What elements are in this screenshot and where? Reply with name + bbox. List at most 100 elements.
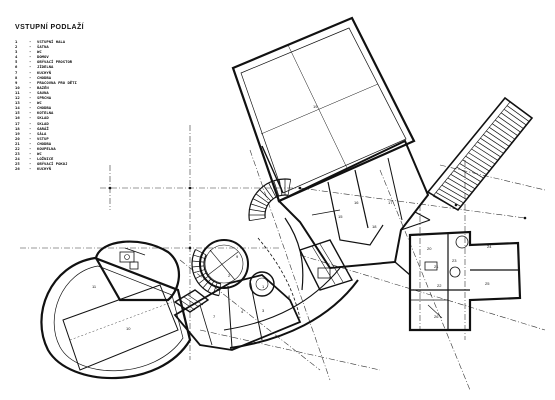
legend-item-number: 10: [15, 84, 20, 90]
room-label-6: 4: [241, 309, 244, 314]
legend-item-number: 18: [15, 125, 20, 131]
legend-item: 9-PRACOVNA PRO DĚTI: [15, 80, 155, 85]
legend-item-dash: -: [29, 79, 32, 85]
room-label-25: 25: [485, 281, 490, 286]
pool-wing: [40, 256, 192, 380]
legend-item-label: OBÝVACÍ POKOJ: [37, 161, 68, 167]
legend-item: 8-CHODBA: [15, 75, 155, 80]
legend-item: 6-JÍDELNA: [15, 64, 155, 69]
legend-item-number: 25: [15, 161, 20, 167]
legend-item: 3 -WC: [15, 49, 155, 54]
legend-item-label: ŠATNA: [37, 44, 49, 50]
legend-item: 5-OBÝVACÍ PROSTOR: [15, 59, 155, 64]
legend-item: 21-CHODBA: [15, 141, 155, 146]
garage: [231, 16, 416, 203]
legend-item-label: SÁLA: [37, 130, 47, 136]
legend-item-dash: -: [29, 156, 32, 162]
room-label-15: 15: [338, 214, 343, 219]
legend-item-label: LOŽNICE: [37, 156, 54, 162]
legend-item: 19 -SÁLA: [15, 131, 155, 136]
legend-item-label: WC: [37, 151, 42, 157]
legend-item-number: 3: [15, 49, 18, 55]
room-label-7: 7: [213, 314, 216, 319]
legend-item-dash: -: [29, 95, 32, 101]
legend-item: 20-VSTUP: [15, 136, 155, 141]
construction-axes: [20, 125, 546, 391]
column-markers: [108, 186, 527, 250]
staircase-treads: [432, 101, 533, 211]
legend-item-dash: -: [29, 130, 32, 136]
legend-title: VSTUPNÍ PODLAŽÍ: [15, 24, 85, 31]
east-corridor: [394, 211, 431, 276]
sauna-wing: [94, 240, 180, 302]
legend-item: 2 -ŠATNA: [15, 44, 155, 49]
legend-item-label: BAZÉN: [37, 84, 49, 90]
legend-item-label: SAUNA: [37, 89, 49, 95]
legend-item: 25-OBÝVACÍ POKOJ: [15, 161, 155, 166]
legend-item-number: 16: [15, 115, 20, 121]
legend-item-number: 23: [15, 151, 20, 157]
legend-item-label: SKLAD: [37, 120, 49, 126]
legend-item-dash: -: [29, 74, 32, 80]
legend-item-number: 22: [15, 145, 20, 151]
legend-item-dash: -: [29, 135, 32, 141]
legend-item-dash: -: [29, 166, 32, 172]
legend-item-label: DOMOV: [37, 54, 49, 60]
room-label-22: 22: [437, 283, 442, 288]
legend-item-number: 2: [15, 44, 18, 50]
curved-wing: [223, 217, 359, 349]
legend-item-dash: -: [29, 105, 32, 111]
room-label-5: 3: [262, 308, 265, 313]
legend-item-number: 11: [15, 89, 20, 95]
legend-item-dash: -: [29, 44, 32, 50]
legend-item-number: 14: [15, 105, 20, 111]
legend-item: 4-DOMOV: [15, 54, 155, 59]
room-label-18: 18: [372, 224, 377, 229]
legend-item-number: 20: [15, 135, 20, 141]
legend-item-number: 21: [15, 140, 20, 146]
legend-item-label: SPRCHA: [37, 95, 52, 101]
room-label-24: 24: [487, 244, 492, 249]
legend-item-dash: -: [29, 84, 32, 90]
legend-item-label: CHODBA: [37, 140, 52, 146]
spiral-stair-north: [248, 178, 291, 221]
legend-item-number: 15: [15, 110, 20, 116]
legend-item-label: WC: [37, 49, 42, 55]
legend-item-number: 24: [15, 156, 20, 162]
room-label-8: 8: [288, 294, 291, 299]
legend-item: 22-KOUPELNA: [15, 146, 155, 151]
legend-item: 23 -WC: [15, 151, 155, 156]
round-hall: [199, 239, 275, 297]
outdoor-staircase: [426, 96, 534, 212]
legend-item-number: 19: [15, 130, 20, 136]
east-apartment: [408, 230, 522, 332]
central-wing: [277, 139, 430, 270]
legend-item-dash: -: [29, 39, 32, 44]
legend-item: 15-KOTELNA: [15, 110, 155, 115]
legend-item-label: JÍDELNA: [37, 64, 54, 70]
room-label-17: 17: [388, 200, 393, 205]
room-label-20: 20: [427, 246, 432, 251]
living-wing: [173, 274, 302, 351]
spiral-stair-west: [191, 249, 222, 297]
legend-item-number: 17: [15, 120, 20, 126]
legend-item: 13-WC: [15, 100, 155, 105]
legend-item-dash: -: [29, 49, 32, 55]
legend-item-label: KOUPELNA: [37, 145, 56, 151]
legend-item-dash: -: [29, 89, 32, 95]
legend-item-number: 5: [15, 59, 18, 65]
room-label-1: 1: [262, 284, 265, 289]
legend-item: 26-KUCHYŇ: [15, 166, 155, 171]
legend-item: 11 -SAUNA: [15, 90, 155, 95]
legend-item-dash: -: [29, 100, 32, 106]
room-label-26: 26: [434, 314, 439, 319]
room-label-16: 16: [354, 200, 359, 205]
legend-item-dash: -: [29, 120, 32, 126]
legend-item-dash: -: [29, 115, 32, 121]
legend-item-dash: -: [29, 69, 32, 75]
legend-item-dash: -: [29, 151, 32, 157]
legend-item-label: PRACOVNA PRO DĚTI: [37, 79, 77, 85]
